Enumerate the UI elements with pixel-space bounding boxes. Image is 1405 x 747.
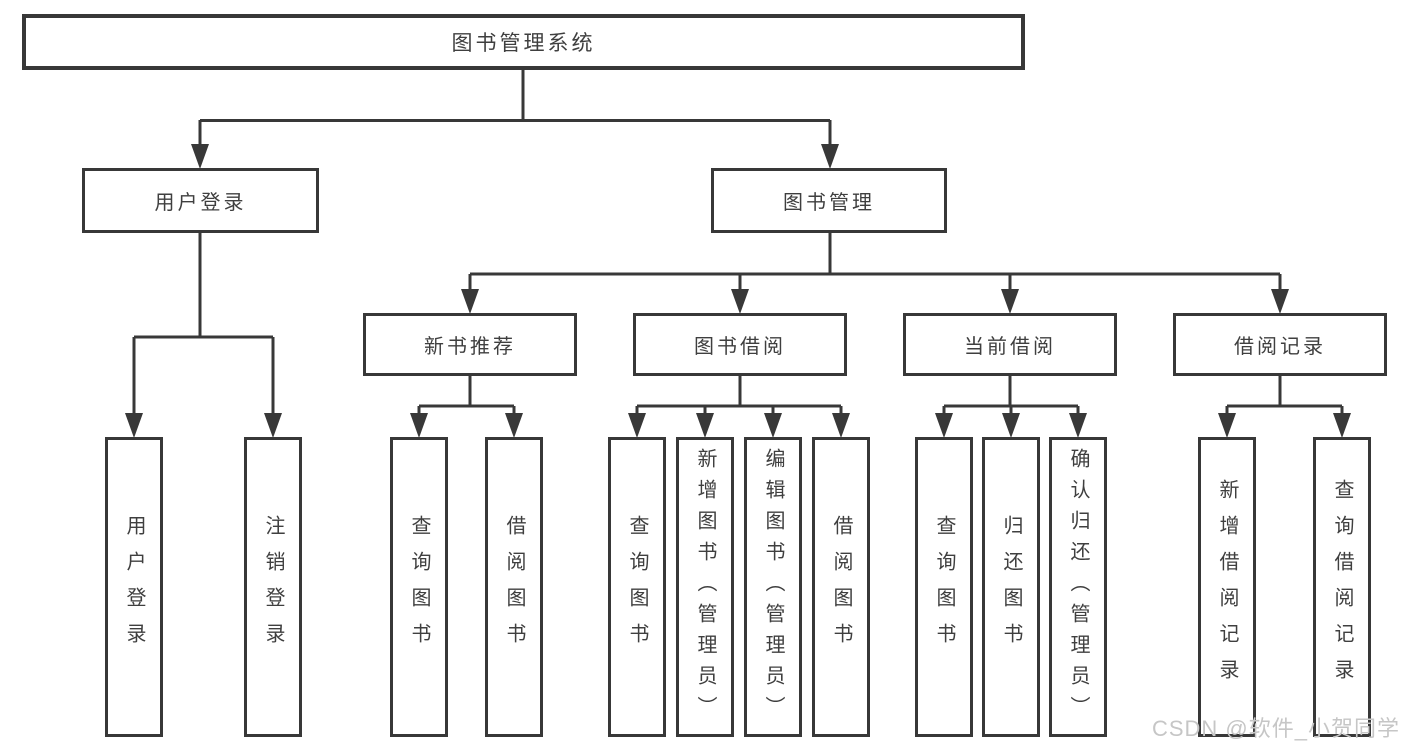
arrow-down-icon <box>1333 413 1351 438</box>
arrow-down-icon <box>191 144 209 169</box>
leaf-label: 查询图书 <box>933 515 955 659</box>
arrow-down-icon <box>410 413 428 438</box>
leaf-logout: 注销登录 <box>244 437 302 737</box>
leaf-label: 归还图书 <box>1000 515 1022 659</box>
leaf-label: 借阅图书 <box>503 515 525 659</box>
node-book-management: 图书管理 <box>711 168 947 233</box>
node-book-borrowing: 图书借阅 <box>633 313 847 376</box>
node-library-management-system: 图书管理系统 <box>22 14 1025 70</box>
arrow-down-icon <box>764 413 782 438</box>
leaf-user-login: 用户登录 <box>105 437 163 737</box>
arrow-down-icon <box>696 413 714 438</box>
leaf-add-borrow-record: 新增借阅记录 <box>1198 437 1256 737</box>
leaf-add-book-admin: 新增图书（管理员） <box>676 437 734 737</box>
leaf-label: 编辑图书（管理员） <box>762 447 784 727</box>
connector-user-login-to-leaves <box>132 233 275 415</box>
connector-root-to-level2 <box>198 70 832 148</box>
leaf-query-borrow-record: 查询借阅记录 <box>1313 437 1371 737</box>
leaf-label: 确认归还（管理员） <box>1067 447 1089 727</box>
leaf-edit-book-admin: 编辑图书（管理员） <box>744 437 802 737</box>
leaf-label: 注销登录 <box>262 515 284 659</box>
arrow-down-icon <box>125 413 143 438</box>
leaf-label: 新增借阅记录 <box>1216 479 1238 695</box>
leaf-label: 借阅图书 <box>830 515 852 659</box>
arrow-down-icon <box>264 413 282 438</box>
connector-book-management-to-level3 <box>468 233 1282 293</box>
connector-book-borrowing-to-leaves <box>635 376 843 416</box>
arrow-down-icon <box>1271 289 1289 314</box>
leaf-query-books-current: 查询图书 <box>915 437 973 737</box>
leaf-query-books-recommend: 查询图书 <box>390 437 448 737</box>
connector-borrowing-records-to-leaves <box>1225 376 1344 416</box>
arrow-down-icon <box>821 144 839 169</box>
leaf-label: 用户登录 <box>123 515 145 659</box>
arrow-down-icon <box>935 413 953 438</box>
leaf-query-books-borrowing: 查询图书 <box>608 437 666 737</box>
leaf-label: 新增图书（管理员） <box>694 447 716 727</box>
node-current-borrowing: 当前借阅 <box>903 313 1117 376</box>
leaf-borrow-books-borrowing: 借阅图书 <box>812 437 870 737</box>
leaf-confirm-return-admin: 确认归还（管理员） <box>1049 437 1107 737</box>
arrow-down-icon <box>731 289 749 314</box>
leaf-label: 查询图书 <box>626 515 648 659</box>
leaf-label: 查询借阅记录 <box>1331 479 1353 695</box>
arrow-down-icon <box>505 413 523 438</box>
arrow-down-icon <box>1218 413 1236 438</box>
node-borrowing-records: 借阅记录 <box>1173 313 1387 376</box>
node-user-login: 用户登录 <box>82 168 319 233</box>
arrow-down-icon <box>1069 413 1087 438</box>
connector-new-book-to-leaves <box>417 376 516 416</box>
arrow-down-icon <box>1002 413 1020 438</box>
arrow-down-icon <box>628 413 646 438</box>
watermark: CSDN @软件_小贺同学 <box>1151 716 1400 741</box>
leaf-borrow-books-recommend: 借阅图书 <box>485 437 543 737</box>
node-new-book-recommendation: 新书推荐 <box>363 313 577 376</box>
arrow-down-icon <box>1001 289 1019 314</box>
connector-current-borrowing-to-leaves <box>942 376 1080 416</box>
arrow-down-icon <box>461 289 479 314</box>
arrow-down-icon <box>832 413 850 438</box>
leaf-return-books: 归还图书 <box>982 437 1040 737</box>
leaf-label: 查询图书 <box>408 515 430 659</box>
